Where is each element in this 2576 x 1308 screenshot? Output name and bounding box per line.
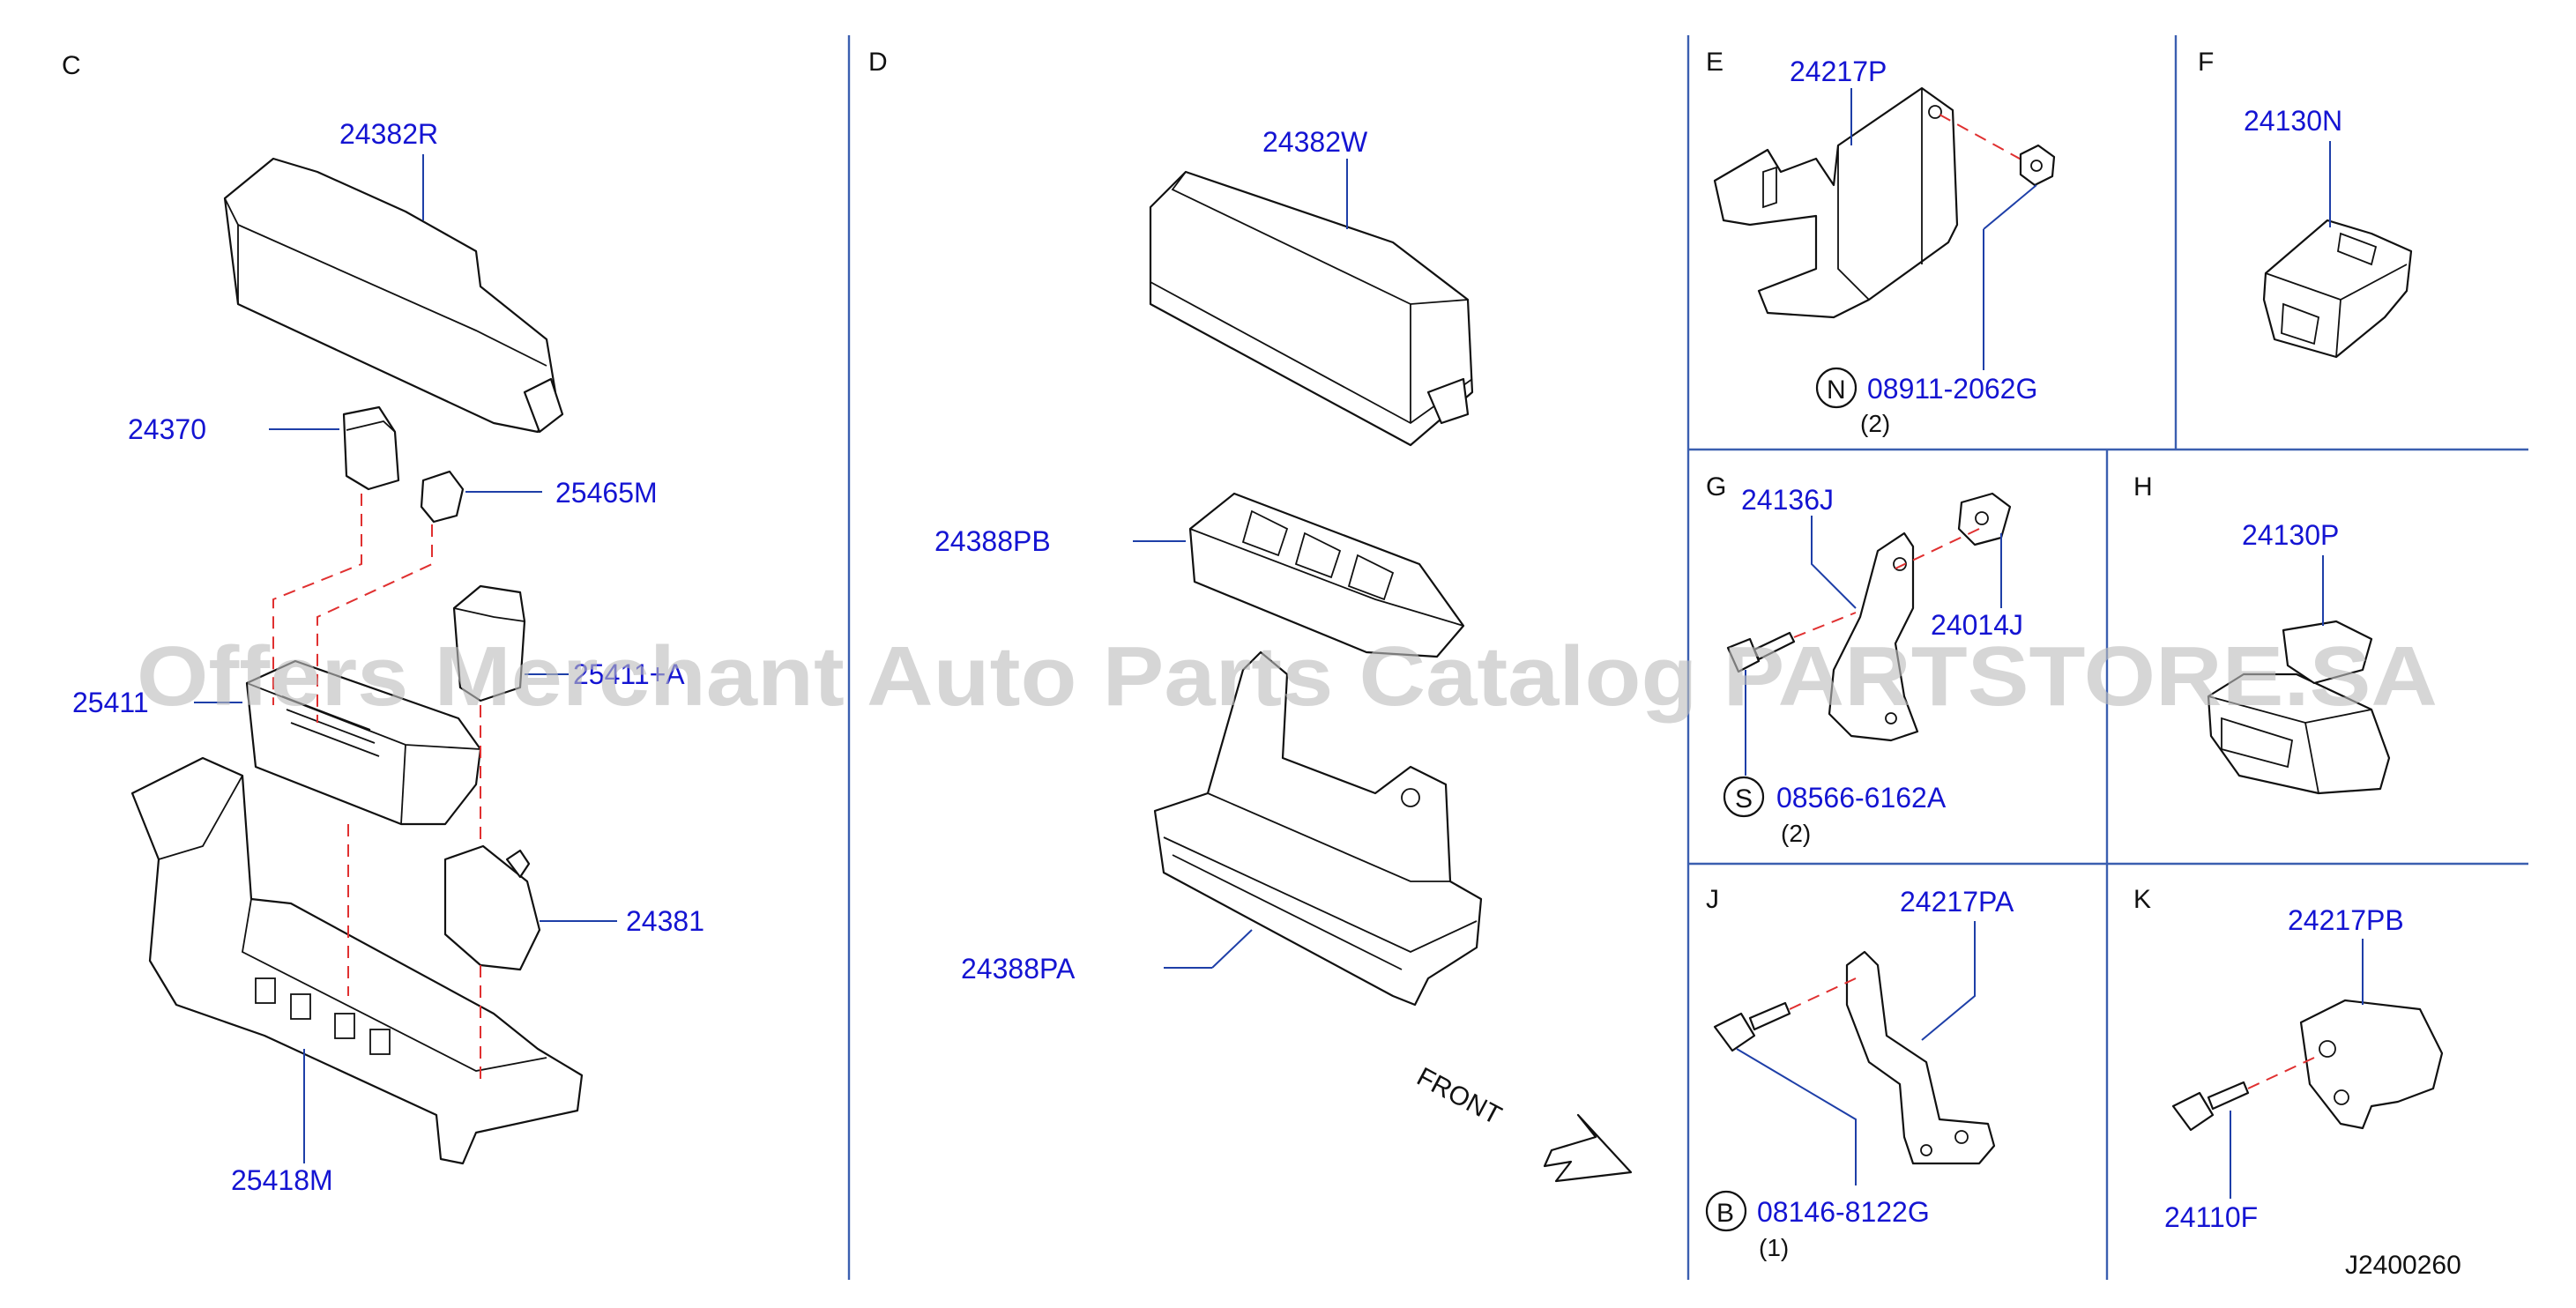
relay-bracket-24388pa [1153,650,1483,1007]
symbol-n: N [1827,375,1846,405]
nut-08911 [2019,144,2056,187]
label-25418m: 25418M [231,1164,333,1196]
label-08566: 08566-6162A [1776,782,1947,814]
cover-24382r [223,157,564,434]
relay-24370 [342,405,400,491]
section-c: 24382R 24370 25465M 25411+A 25411 [72,118,704,1196]
qty-s: (2) [1781,820,1811,847]
section-label-k: K [2133,885,2151,914]
bracket-24217pb [2299,999,2444,1130]
section-label-c: C [62,51,81,80]
label-24382r: 24382R [339,118,438,150]
relay-25411a [452,584,526,702]
clip-24014j [1957,492,2012,546]
label-25411a: 25411+A [573,658,685,690]
label-24388pb: 24388PB [934,525,1051,557]
cover-24382w [1149,170,1474,447]
label-08911: 08911-2062G [1867,373,2037,405]
label-08146: 08146-8122G [1757,1196,1930,1228]
label-24130n: 24130N [2244,105,2342,137]
front-label: FRONT [1412,1062,1507,1131]
bracket-25418m [130,756,584,1165]
symbol-s: S [1735,784,1753,814]
relay-block-24388pb [1188,492,1465,658]
section-f: 24130N [2244,105,2413,359]
section-label-g: G [1706,472,1726,502]
bracket-24217p [1713,86,1959,319]
label-25411: 25411 [72,687,149,718]
label-24217pb: 24217PB [2288,904,2404,936]
section-g: 24136J 24014J S 08566-6162A (2) [1723,484,2023,847]
label-24136j: 24136J [1741,484,1834,516]
label-24217pa: 24217PA [1900,886,2014,918]
section-k: 24217PB 24110F [2164,904,2444,1233]
relay-24130n [2262,219,2413,359]
section-label-d: D [868,48,888,77]
section-label-j: J [1706,885,1719,914]
watermark: Offers Merchant Auto Parts Catalog PARTS… [137,629,2438,724]
reference-code: J2400260 [2345,1251,2461,1280]
connector-24381 [443,844,541,971]
bracket-24217pa [1845,950,1996,1165]
bolt-08146 [1713,1001,1791,1052]
section-h: 24130P [2207,519,2391,795]
qty-b: (1) [1759,1234,1789,1261]
section-d: 24382W 24388PB 24388PA FRONT [934,126,1633,1183]
section-label-e: E [1706,48,1724,77]
label-24014j: 24014J [1931,609,2023,641]
section-label-h: H [2133,472,2153,502]
label-24130p: 24130P [2242,519,2339,551]
section-label-f: F [2198,48,2214,77]
bolt-08566 [1726,631,1796,673]
label-24381: 24381 [626,905,704,937]
front-arrow-icon [1543,1113,1633,1183]
section-grid [847,35,2528,1280]
fuse-block-25411 [245,659,482,826]
qty-n: (2) [1860,410,1890,437]
label-24382w: 24382W [1262,126,1368,158]
label-24217p: 24217P [1790,56,1887,87]
label-24370: 24370 [128,413,206,445]
fuse-25465m [420,470,465,524]
module-24130p [2207,620,2391,795]
label-24110f: 24110F [2164,1201,2258,1233]
label-25465m: 25465M [555,477,658,509]
label-24388pa: 24388PA [961,953,1076,985]
bolt-24110f [2171,1081,2250,1132]
symbol-b: B [1716,1199,1734,1228]
section-j: 24217PA B 08146-8122G (1) [1705,886,2014,1261]
section-e: 24217P N 08911-2062G (2) [1713,56,2056,437]
